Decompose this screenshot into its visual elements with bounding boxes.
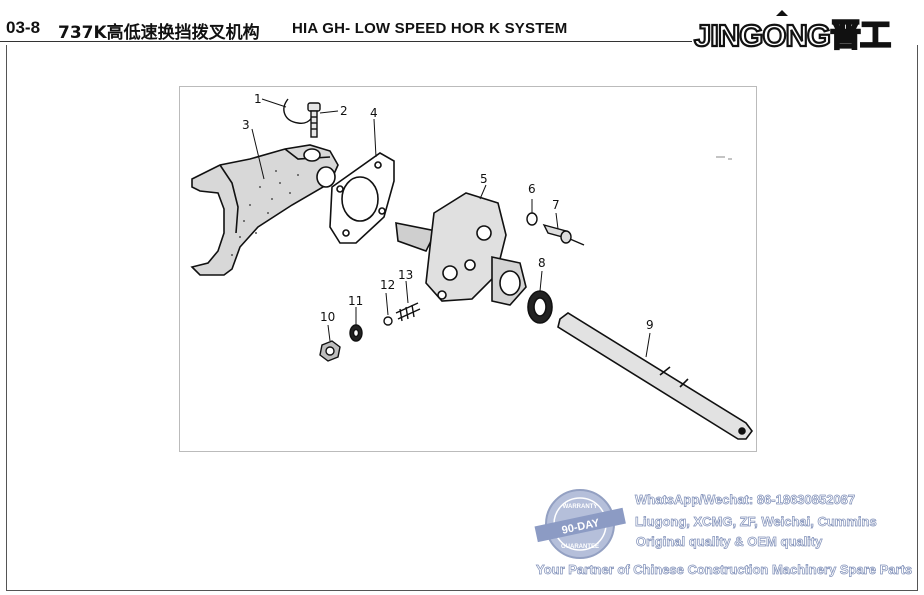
part-2-bolt [307,102,321,138]
part-label-13: 13 [398,268,413,282]
part-label-3: 3 [242,118,250,132]
part-label-11: 11 [348,294,363,308]
page-frame [6,45,918,591]
fork-stipple [231,170,299,256]
title-chinese: 737K高低速换挡拨叉机构 [58,23,260,43]
part-4-gasket [329,152,395,244]
jingong-logo: JINGONG晋工 [693,10,892,54]
part-10-nut [319,340,341,362]
part-label-5: 5 [480,172,488,186]
diagram-drawing: 1 2 3 4 5 6 7 8 9 10 11 12 13 [190,92,753,440]
part-13-spring [395,302,421,322]
part-label-9: 9 [646,318,654,332]
part-12-ball [383,316,393,326]
part-3-shift-fork [190,144,339,276]
part-label-12: 12 [380,278,395,292]
badge-bottom-text: GUARANTEE [561,544,599,550]
page-header: 03-8 737K高低速换挡拨叉机构 HIA GH- LOW SPEED HOR… [0,0,924,54]
exploded-diagram: 1 2 3 4 5 6 7 8 9 10 11 12 13 [179,86,757,452]
part-9-shift-shaft [557,312,753,440]
part-11-washer [349,324,363,342]
watermark-contact: WhatsApp/Wechat: 86-18630852087 [635,492,856,508]
watermark-brands: Liugong, XCMG, ZF, Weichai, Cummins [635,514,877,530]
watermark-slogan: Your Partner of Chinese Construction Mac… [536,562,913,578]
warranty-badge-icon: 90-DAY WARRANTY GUARANTEE [534,489,626,559]
part-label-6: 6 [528,182,536,196]
header-rule [0,41,692,42]
part-5-housing [395,192,527,306]
part-label-2: 2 [340,104,348,118]
watermark-quality: Original quality & OEM quality [636,534,823,550]
part-label-1: 1 [254,92,262,106]
part-6-washer [526,212,538,226]
part-8-seal [527,290,553,324]
leader-lines [251,98,651,358]
watermark: 90-DAY WARRANTY GUARANTEE WhatsApp/Wecha… [520,478,920,588]
part-label-10: 10 [320,310,335,324]
part-label-7: 7 [552,198,560,212]
part-label-8: 8 [538,256,546,270]
logo-accent-icon [776,10,788,16]
part-7-pin [542,223,585,246]
title-english: HIA GH- LOW SPEED HOR K SYSTEM [292,20,568,37]
logo-text: JINGONG晋工 [694,18,890,53]
badge-top-text: WARRANTY [563,504,598,510]
part-label-4: 4 [370,106,378,120]
scan-marks [716,156,732,160]
section-code: 03-8 [6,18,41,37]
